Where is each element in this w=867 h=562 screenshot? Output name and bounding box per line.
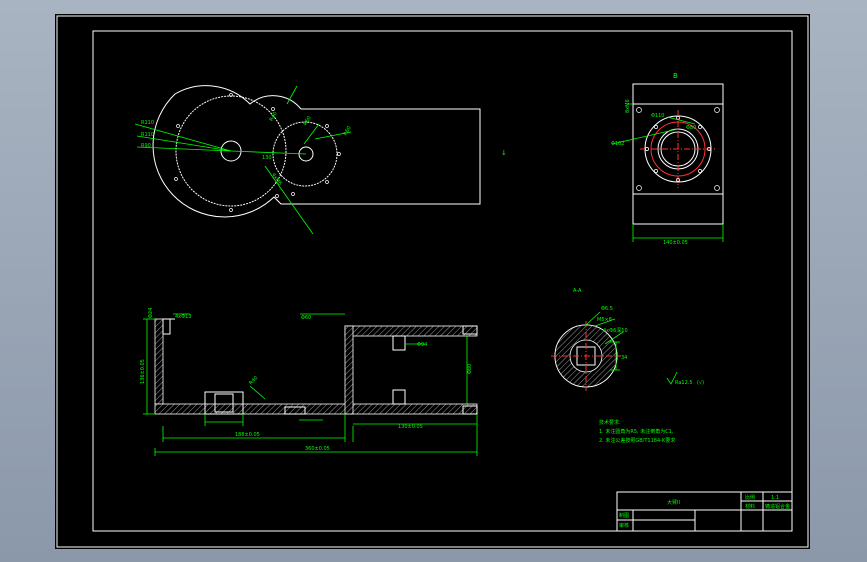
dim-d110: Φ110 [651,113,664,119]
dim-d60: Φ60 [301,315,311,321]
plan-view: R110 R110 R90 R40 R60 R60 130 4xM6 [134,85,481,235]
dim-d80-elev: Φ80 [467,364,473,374]
outer-border [56,15,809,548]
view-label-b: B [673,72,678,80]
title-material-label: 材料 [745,503,755,510]
dim-r110-a: R110 [141,120,154,126]
title-block: 大臂II 比例 1:1 材料 铸造铝合金 制图 审核 [616,491,793,532]
dim-r40: R40 [269,111,279,123]
title-drawn-label: 制图 [619,512,629,519]
dim-r90: R90 [141,143,151,149]
dim-d80: Φ80 [686,125,696,131]
square-view: B 8xM6 Φ110 Φ102 Φ80 140±0.05 [611,72,724,246]
dim-r60-a: R60 [343,125,353,137]
dim-4xm6: 4xM6 [270,172,283,187]
dim-130-elev: 130±0.05 [398,424,423,430]
cad-viewport[interactable]: R110 R110 R90 R40 R60 R60 130 4xM6 ↓ B [55,14,810,549]
dim-r40-elev: R40 [248,375,259,386]
dim-8xm6: 8xM6 [625,99,631,113]
roughness-check: (√) [697,380,704,386]
dim-4xd6: 4xΦ6深10 [603,327,628,334]
title-material-value: 铸造铝合金 [765,503,790,510]
title-scale-value: 1:1 [771,495,779,501]
dim-4xd13: 4xΦ13 [175,314,191,320]
dim-d94: Φ94 [417,342,427,348]
dim-130: 130 [262,155,272,161]
title-scale-label: 比例 [745,494,755,501]
section-aa: A-A Φ6.5 M5×8 4xΦ6深10 34 [551,288,628,391]
dim-d102: Φ102 [611,141,624,147]
dim-136: 136±0.05 [140,359,146,384]
elevation-view: 4xΦ13 Φ24 136±0.05 Φ60 R40 Φ94 Φ80 188±0… [140,308,478,456]
dim-360: 360±0.05 [305,446,330,452]
dim-r60-b: R60 [303,115,313,127]
roughness-symbol: Ra12.5 (√) [666,371,704,386]
tech-requirements: 技术要求: 1. 未注圆角为R5, 未注倒角为C1, 2. 未注公差按照GB/T… [599,419,675,444]
dim-140: 140±0.05 [663,240,688,246]
dim-r110-b: R110 [141,132,154,138]
inner-frame [92,30,793,532]
section-label-aa: A-A [573,288,582,294]
title-checked-label: 审核 [619,522,629,529]
dim-m5x8: M5×8 [597,317,612,323]
cad-drawing: R110 R110 R90 R40 R60 R60 130 4xM6 ↓ B [56,15,809,548]
tech-req-item-2: 2. 未注公差按照GB/T1184-K要求 [599,437,675,444]
title-part-name: 大臂II [667,499,680,506]
dim-34: 34 [621,355,627,361]
view-arrow: ↓ [501,149,507,157]
dim-d24: Φ24 [148,308,154,318]
roughness-value: Ra12.5 [675,380,693,386]
dim-188: 188±0.05 [235,432,260,438]
tech-req-item-1: 1. 未注圆角为R5, 未注倒角为C1, [599,428,674,435]
dim-d6-5: Φ6.5 [601,306,613,312]
tech-req-title: 技术要求: [599,419,621,426]
